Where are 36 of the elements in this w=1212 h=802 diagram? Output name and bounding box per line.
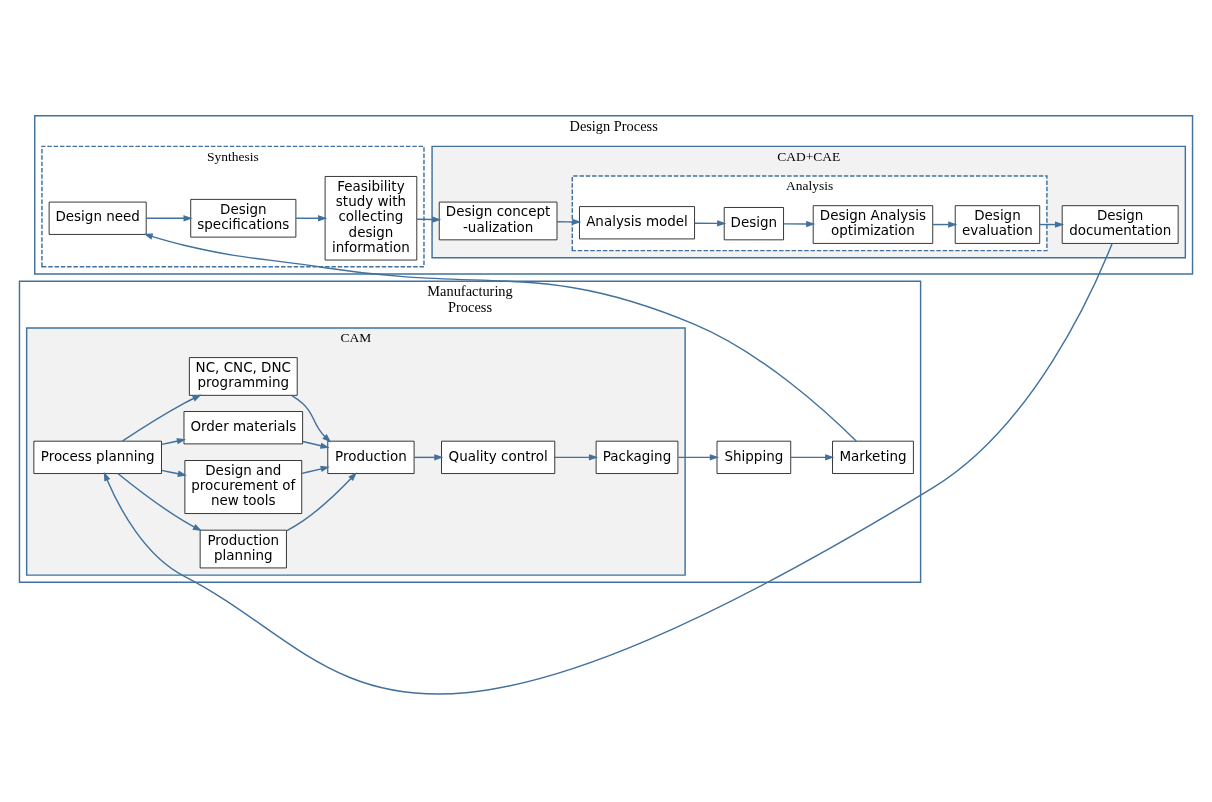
arrow xyxy=(556,218,582,225)
node-box: Packaging xyxy=(595,440,679,474)
arrow xyxy=(790,453,835,461)
arrow xyxy=(121,393,202,442)
node-box: Design specifications xyxy=(190,198,297,238)
arrow xyxy=(677,453,719,461)
node-box: Quality control xyxy=(441,440,556,474)
arrow xyxy=(554,453,599,461)
node-box: Production planning xyxy=(199,529,287,568)
node-box: Feasibility study with collecting design information xyxy=(324,175,418,260)
node-box: Production xyxy=(327,440,415,474)
node-box: Design and procurement of new tools xyxy=(184,459,303,514)
node-box: NC, CNC, DNC programming xyxy=(188,356,298,396)
node-box: Analysis model xyxy=(579,205,695,239)
node-box: Shipping xyxy=(716,440,792,474)
node-box: Order materials xyxy=(183,410,304,444)
arrow xyxy=(295,214,328,221)
node-box: Design xyxy=(723,206,784,240)
arrow xyxy=(783,220,816,227)
node-box: Process planning xyxy=(33,440,162,474)
node-box: Design concept -ualization xyxy=(438,201,558,240)
arrow xyxy=(145,214,193,221)
node-box: Marketing xyxy=(832,440,914,474)
node-box: Design documentation xyxy=(1061,204,1179,244)
arrow xyxy=(694,219,727,227)
arrow xyxy=(301,440,330,449)
node-box: Design Analysis optimization xyxy=(812,204,934,244)
arrow xyxy=(413,453,444,461)
arrow xyxy=(103,242,1113,694)
arrow xyxy=(285,471,357,531)
node-box: Design need xyxy=(48,201,147,235)
arrow xyxy=(117,472,202,531)
arrow xyxy=(301,465,330,474)
arrow xyxy=(160,469,187,477)
node-box: Design evaluation xyxy=(954,204,1041,244)
arrow xyxy=(290,394,332,442)
